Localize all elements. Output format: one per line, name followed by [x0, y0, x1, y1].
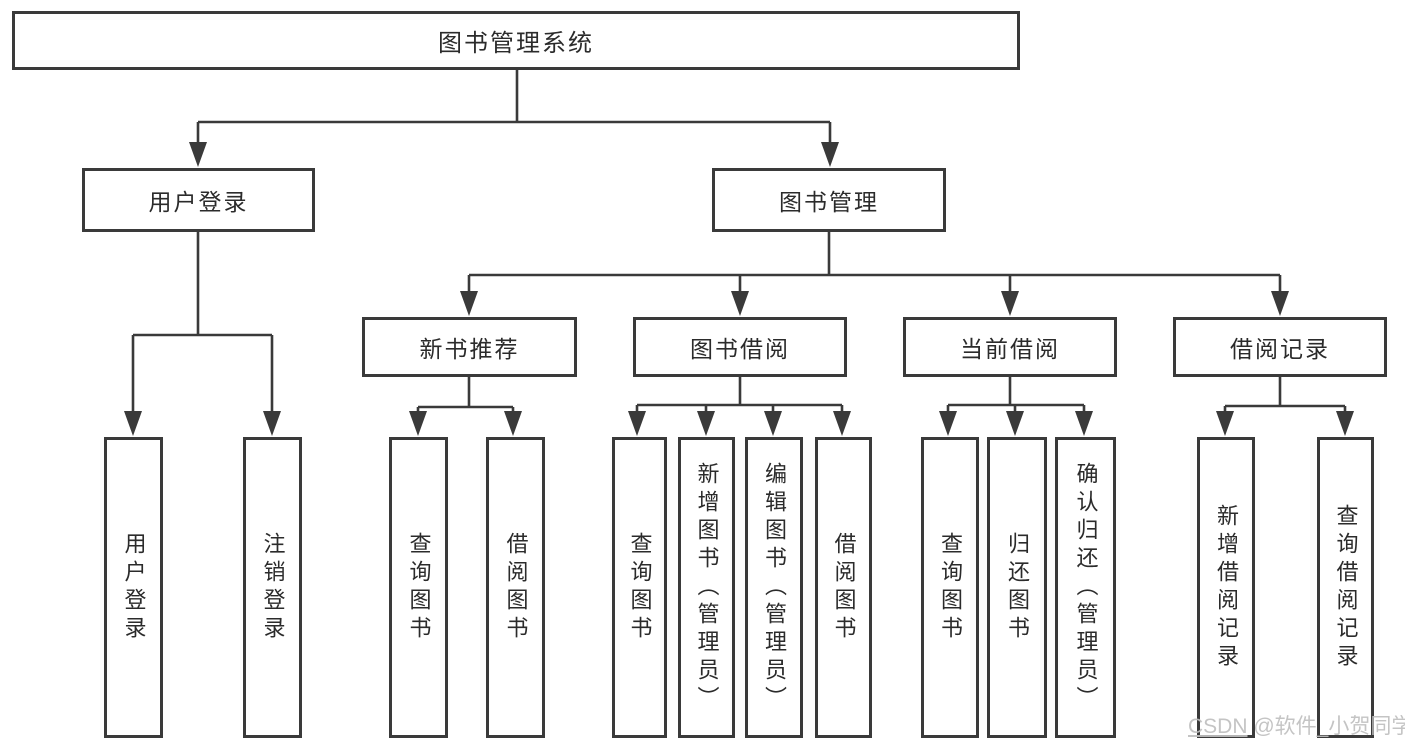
node-new-book-recommend: 新书推荐 [362, 317, 577, 377]
watermark-username: @软件_小贺同学 [1247, 715, 1405, 738]
leaf-query-books-borrowing: 查询图书 [612, 437, 667, 738]
node-book-borrowing: 图书借阅 [633, 317, 847, 377]
leaf-query-borrow-record: 查询借阅记录 [1317, 437, 1374, 738]
leaf-query-books-current: 查询图书 [921, 437, 979, 738]
node-borrowing-records: 借阅记录 [1173, 317, 1387, 377]
leaf-query-books-recommend: 查询图书 [389, 437, 448, 738]
leaf-logout: 注销登录 [243, 437, 302, 738]
node-library-management-system: 图书管理系统 [12, 11, 1020, 70]
node-book-management: 图书管理 [712, 168, 946, 232]
csdn-watermark: CSDN @软件_小贺同学 [1188, 710, 1405, 740]
node-user-login: 用户登录 [82, 168, 315, 232]
leaf-borrow-books: 借阅图书 [815, 437, 872, 738]
leaf-add-borrow-record: 新增借阅记录 [1197, 437, 1255, 738]
tree-edges [131, 70, 1347, 414]
leaf-edit-books-admin: 编辑图书（管理员） [745, 437, 803, 738]
node-current-borrowing: 当前借阅 [903, 317, 1117, 377]
leaf-borrow-books-recommend: 借阅图书 [486, 437, 545, 738]
leaf-add-books-admin: 新增图书（管理员） [678, 437, 735, 738]
leaf-confirm-return-admin: 确认归还（管理员） [1055, 437, 1116, 738]
leaf-return-books: 归还图书 [987, 437, 1047, 738]
leaf-user-login: 用户登录 [104, 437, 163, 738]
watermark-brand: CSDN [1188, 715, 1248, 738]
